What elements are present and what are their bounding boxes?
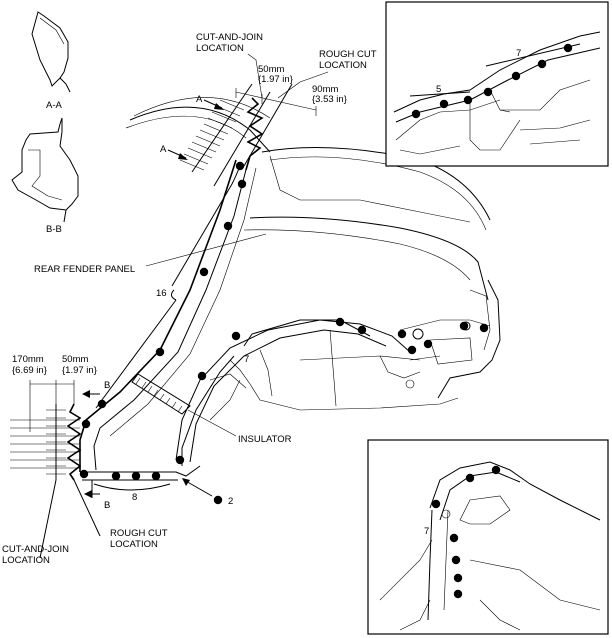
section-b-b-label: B-B [46, 224, 62, 235]
dimension-170mm-inch-label: {6.69 in} [12, 365, 47, 376]
insulator-label: INSULATOR [238, 434, 292, 445]
dimension-90mm-label: 90mm [312, 84, 338, 95]
rough-cut-location-top-label-line2: LOCATION [319, 60, 367, 71]
dimension-50mm-top-inch-label: {1.97 in} [258, 74, 293, 85]
cut-join-location-top-label-line1: CUT-AND-JOIN [196, 32, 263, 43]
cut-join-hatch-bottom [46, 404, 66, 480]
section-arrow-a-upper-label: A [196, 94, 203, 105]
rough-cut-top-leader [277, 71, 329, 99]
inset-bottom-right [367, 439, 609, 635]
rear-panel-holes [405, 321, 471, 389]
rough-cut-location-top-label-line1: ROUGH CUT [319, 49, 377, 60]
rough-cut-location-bottom-label-line2: LOCATION [110, 539, 158, 550]
bracket-16 [170, 289, 177, 301]
inset-top-right [385, 1, 609, 167]
arrow-count-2 [183, 479, 213, 497]
section-arrow-b-upper-label: B [104, 380, 110, 391]
zigzag-cut-top [245, 97, 264, 171]
cut-join-location-top-label-line2: LOCATION [196, 43, 244, 54]
insulator-leader [187, 409, 237, 437]
rough-cut-line-top-right [243, 83, 293, 167]
floor-rail-lines [10, 419, 80, 469]
inset-top-spot-weld-count-5: 5 [436, 84, 441, 95]
spot-weld-count-2: 2 [228, 496, 233, 507]
rough-cut-line-top-left [213, 91, 271, 187]
cut-join-location-bottom-label-line1: CUT-AND-JOIN [2, 544, 69, 555]
spot-weld-count-16: 16 [156, 288, 167, 299]
section-a-a-label: A-A [46, 100, 63, 111]
inset-top-bracket-5 [409, 91, 471, 97]
section-arrow-b-lower-label: B [104, 500, 110, 511]
cut-join-hatch-top [179, 83, 253, 173]
dimension-line-top [235, 91, 317, 111]
cut-join-location-bottom-label-line2: LOCATION [2, 555, 50, 566]
zigzag-cut-bottom [66, 403, 82, 481]
bracket-8 [93, 483, 171, 491]
dimension-lines-bottom [29, 380, 75, 432]
section-a-a-sketch [31, 11, 71, 93]
cut-join-top-leader [247, 53, 263, 99]
dimension-170mm-label: 170mm [12, 354, 44, 365]
bracket-7-main [181, 355, 235, 466]
section-arrow-a-lower-label: A [160, 144, 167, 155]
dimension-50mm-top-label: 50mm [258, 64, 284, 75]
dimension-90mm-inch-label: {3.53 in} [312, 94, 347, 105]
spot-weld-count-8: 8 [132, 492, 137, 503]
vehicle-body-outline [79, 97, 501, 481]
spot-weld-count-7-main: 7 [244, 354, 249, 365]
rear-fender-panel-label: REAR FENDER PANEL [34, 264, 135, 275]
inset-bottom-spot-weld-count-7: 7 [424, 526, 429, 537]
dimension-50mm-bottom-label: 50mm [62, 354, 88, 365]
insulator-hatch [131, 373, 191, 415]
cut-leaders-bottom [39, 479, 101, 559]
inset-top-spot-weld-count-7: 7 [516, 48, 521, 59]
rear-fender-leader [145, 233, 267, 267]
rough-cut-location-bottom-label-line1: ROUGH CUT [110, 528, 168, 539]
spot-weld-dots-main [79, 161, 489, 481]
dimension-50mm-bottom-inch-label: {1.97 in} [62, 365, 97, 376]
section-b-b-sketch [11, 117, 79, 223]
weld-dot-legend-2 [213, 495, 223, 505]
